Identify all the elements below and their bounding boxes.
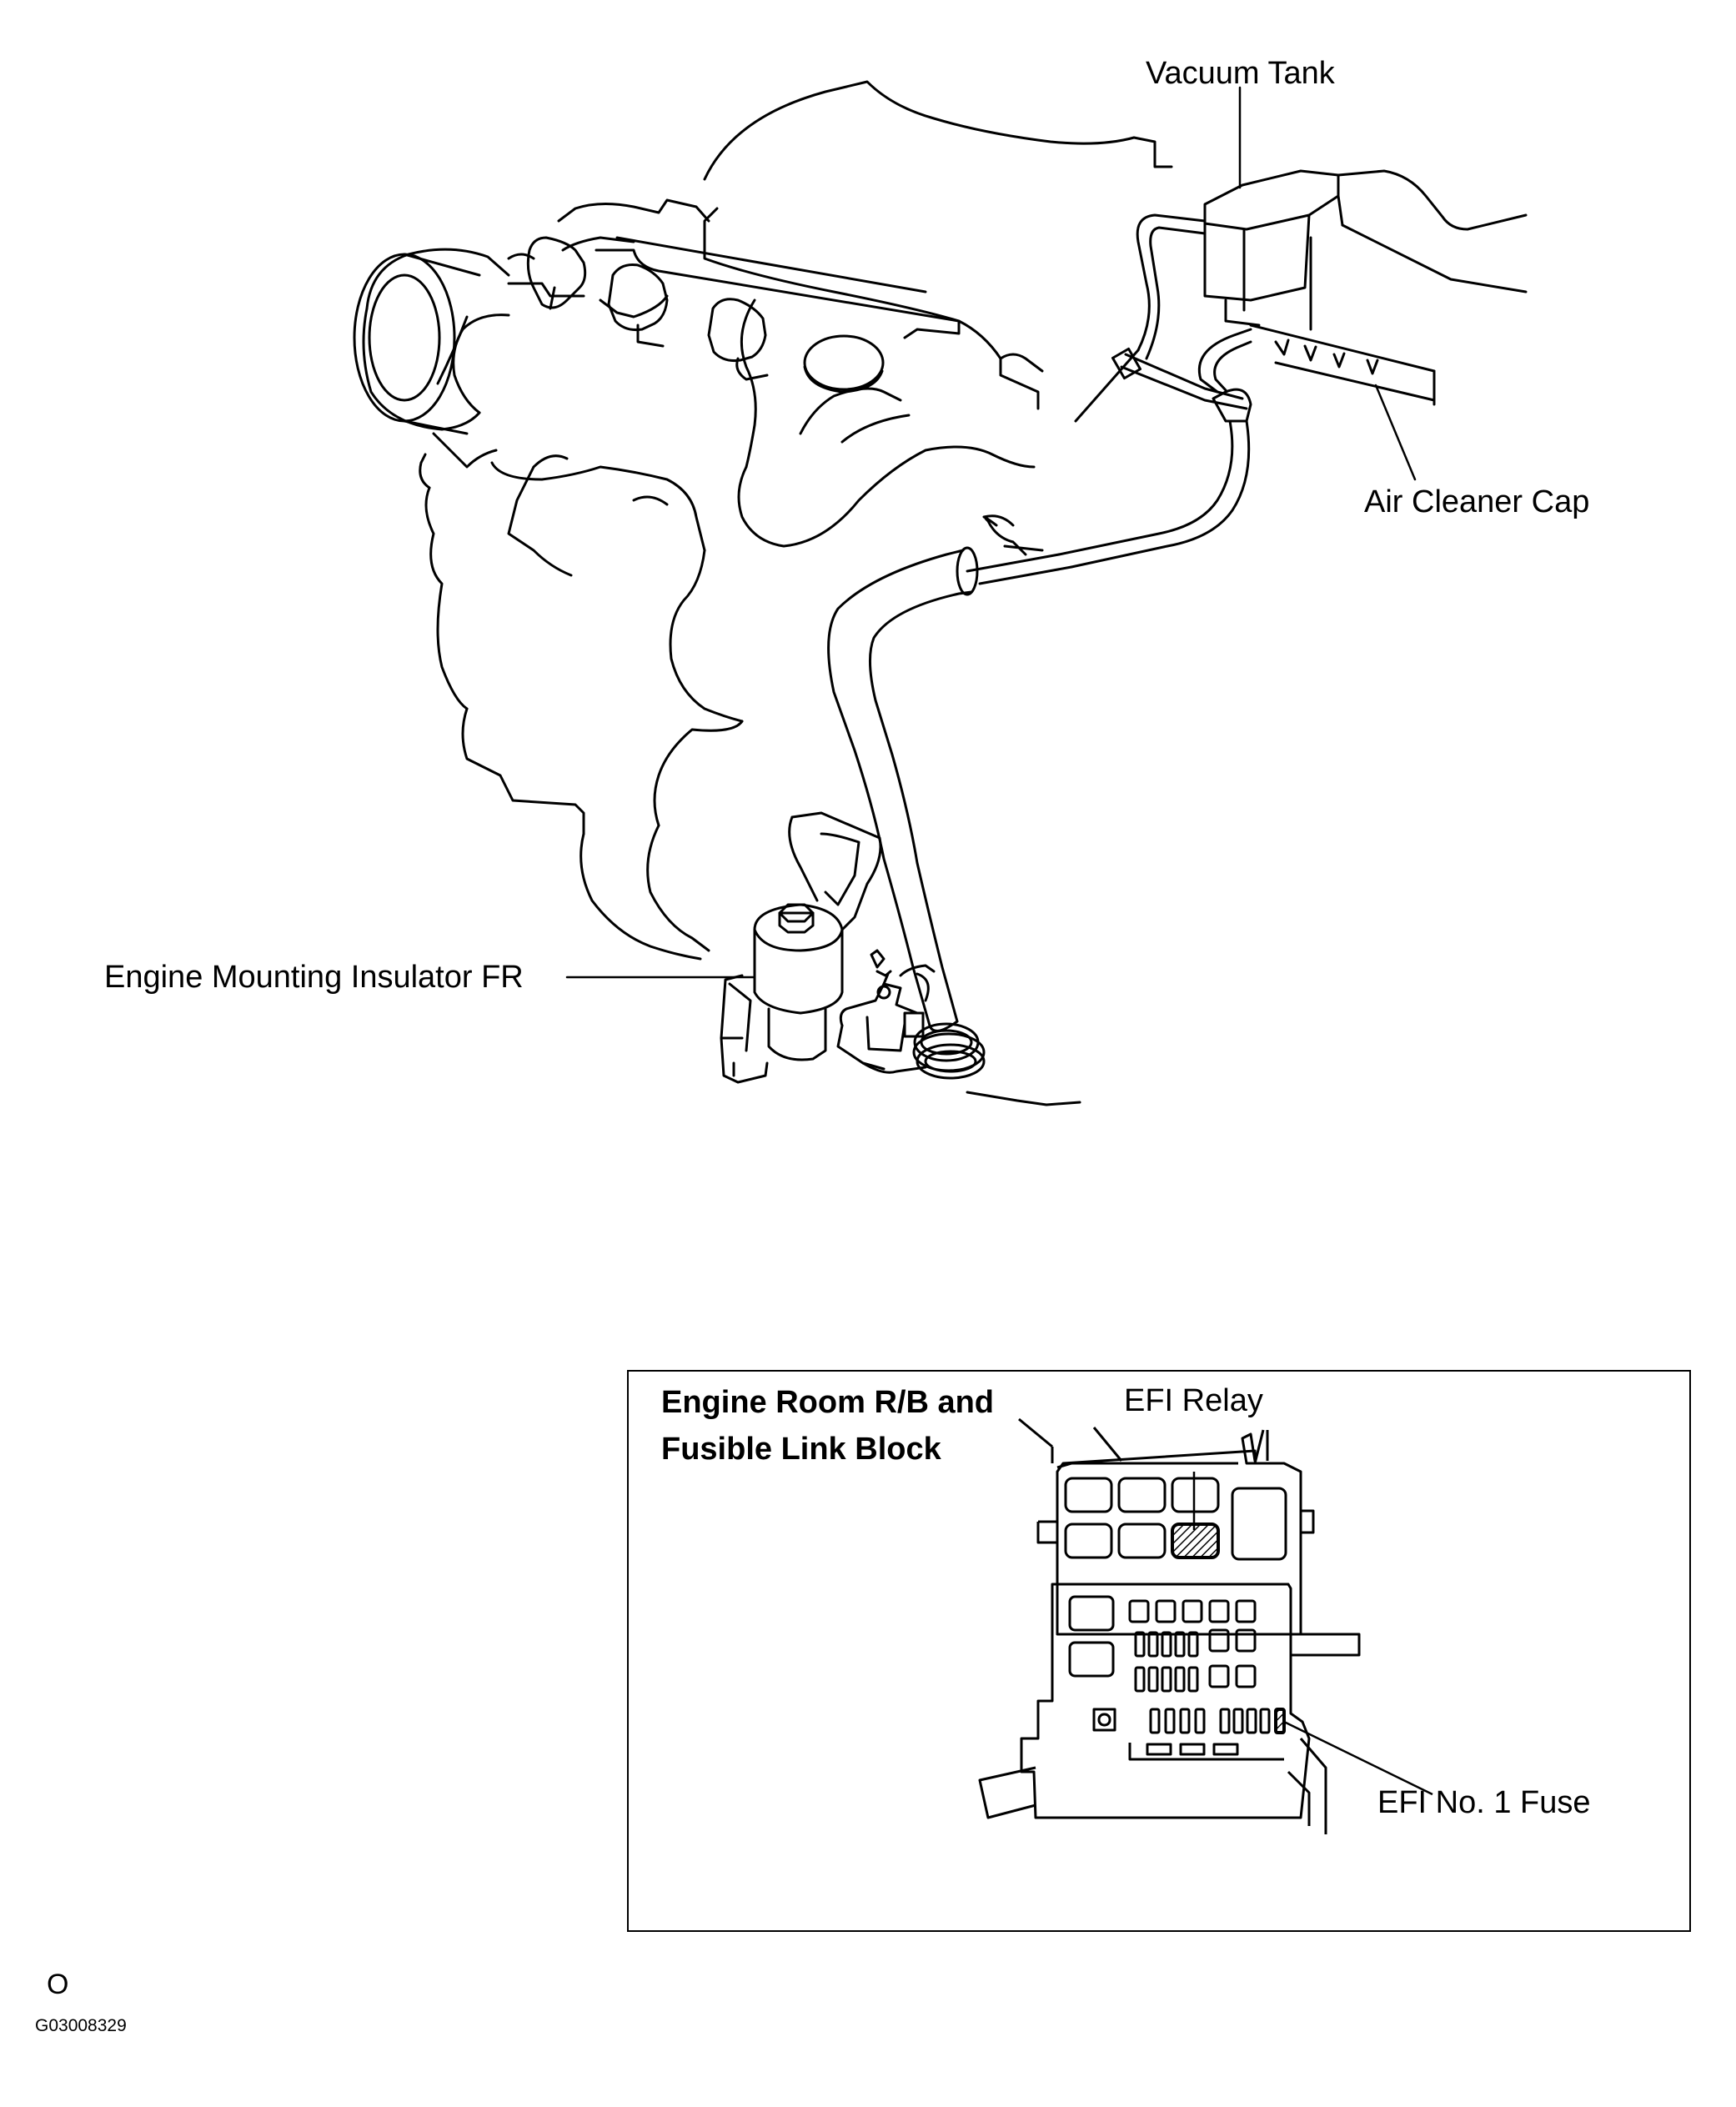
- ignition-coils: [526, 236, 961, 394]
- air-cleaner-cap-label: Air Cleaner Cap: [1364, 484, 1590, 519]
- vacuum-tank-label: Vacuum Tank: [1146, 56, 1335, 91]
- efi-fuse-highlight: [1274, 1708, 1286, 1734]
- relay-block-drawing: [978, 1417, 1433, 1834]
- engine-mounting-insulator: [720, 811, 882, 1084]
- coiled-cable: [912, 972, 986, 1080]
- engine-block: [362, 80, 1173, 1106]
- crank-pulley: [353, 253, 481, 435]
- vacuum-tank: [1203, 169, 1344, 327]
- vacuum-hoses: [966, 213, 1252, 585]
- wire-harness-tube: [827, 546, 979, 1032]
- efi-fuse-label: EFI No. 1 Fuse: [1377, 1785, 1591, 1820]
- inset-title-line1: Engine Room R/B and: [661, 1385, 994, 1420]
- engine-mounting-insulator-label: Engine Mounting Insulator FR: [104, 960, 524, 995]
- footer-mark: O: [47, 1969, 69, 2000]
- efi-relay-highlight: [1171, 1523, 1220, 1559]
- mount-bracket: [836, 949, 936, 1074]
- efi-relay-label: EFI Relay: [1124, 1383, 1263, 1418]
- callout-leaders: [565, 86, 1417, 979]
- figure-code: G03008329: [35, 2016, 127, 2035]
- inset-title-line2: Fusible Link Block: [661, 1432, 941, 1467]
- relay-block-inset-frame: [627, 1370, 1691, 1932]
- air-cleaner: [1249, 169, 1528, 406]
